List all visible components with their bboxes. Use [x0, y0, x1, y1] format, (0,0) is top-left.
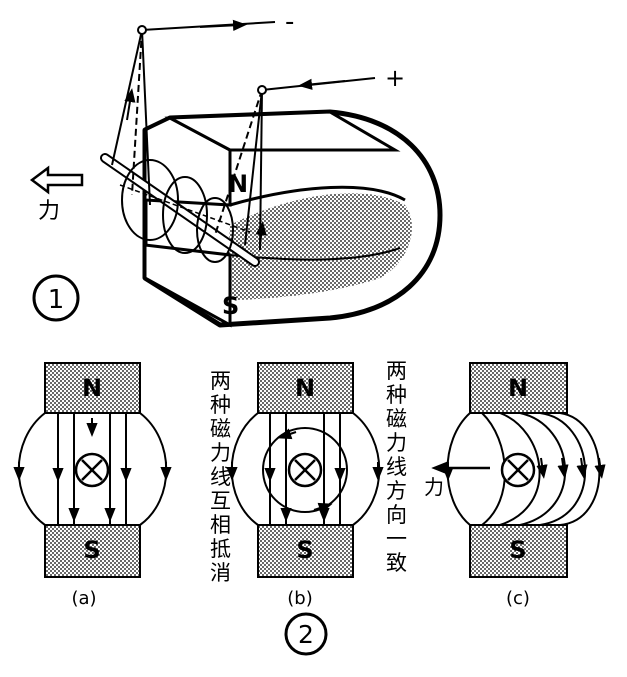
current-arrow-wire	[124, 88, 136, 121]
note-character: 向	[386, 503, 407, 527]
note-character: 消	[210, 561, 231, 585]
note-character: 两	[210, 369, 231, 393]
note-character: 线	[210, 465, 231, 489]
panel-c-pole-n-label: N	[508, 374, 528, 402]
force-arrow-left	[29, 165, 84, 195]
conductor-rod	[100, 153, 260, 267]
figure-2-panels: N S	[13, 359, 606, 656]
panel-b-caption: (b)	[287, 588, 312, 609]
note-character: 磁	[386, 407, 407, 431]
panel-b-pole-n-label: N	[295, 374, 315, 402]
terminal-node-top	[137, 25, 147, 35]
figure-2-number-circle	[284, 612, 328, 656]
current-arrow-rod	[255, 221, 267, 246]
note-character: 力	[386, 431, 407, 455]
note-character: 一	[386, 527, 407, 551]
panel-c-s-pole	[469, 524, 568, 578]
panel-c-force-label: 力	[424, 475, 444, 499]
note-left-vertical: 两 种 磁 力 线 互 相 抵 消	[210, 369, 231, 585]
current-arrow-right	[298, 78, 346, 90]
magnet-pole-s-label: S	[222, 292, 239, 320]
panel-c-pole-s-label: S	[509, 536, 526, 564]
field-loops	[121, 159, 234, 263]
panel-b: N S	[226, 362, 384, 609]
note-character: 方	[386, 479, 407, 503]
panel-a: N S	[13, 362, 172, 609]
note-character: 两	[386, 359, 407, 383]
panel-c-conductor-cross	[500, 452, 536, 488]
panel-a-conductor-cross	[74, 452, 110, 488]
note-character: 致	[386, 551, 407, 575]
figure-2-number: 2	[298, 620, 314, 649]
note-character: 力	[210, 441, 231, 465]
negative-terminal-label: -	[285, 7, 294, 37]
figure-1-horseshoe-magnet: N S	[29, 7, 443, 328]
note-character: 抵	[210, 537, 231, 561]
panel-b-conductor-cross	[287, 452, 323, 488]
panel-a-arrows	[13, 418, 172, 522]
note-character: 互	[210, 489, 231, 513]
panel-a-s-pole	[44, 524, 141, 578]
panel-c-n-pole	[469, 362, 568, 414]
note-character: 相	[210, 513, 231, 537]
figure-1-number-circle	[32, 274, 80, 322]
positive-terminal-label: +	[385, 64, 405, 92]
panel-a-pole-n-label: N	[82, 374, 102, 402]
panel-b-s-pole	[257, 524, 354, 578]
panel-b-n-pole	[257, 362, 354, 414]
panel-a-caption: (a)	[71, 588, 96, 609]
panel-c-caption: (c)	[506, 588, 530, 609]
terminal-node-right	[257, 85, 267, 95]
note-character: 种	[210, 393, 231, 417]
panel-a-pole-s-label: S	[83, 536, 100, 564]
note-character: 磁	[210, 417, 231, 441]
force-label-figure-1: 力	[38, 199, 60, 224]
note-right-vertical: 两 种 磁 力 线 方 向 一 致	[386, 359, 407, 575]
magnet-pole-n-label: N	[228, 170, 248, 198]
note-character: 线	[386, 455, 407, 479]
note-character: 种	[386, 383, 407, 407]
panel-a-n-pole	[44, 362, 141, 414]
figure-1-number: 1	[48, 285, 65, 315]
panel-c: N S 力 (	[424, 362, 606, 609]
panel-b-arrows	[226, 428, 384, 522]
current-arrow-top	[199, 19, 247, 31]
panel-b-pole-s-label: S	[296, 536, 313, 564]
